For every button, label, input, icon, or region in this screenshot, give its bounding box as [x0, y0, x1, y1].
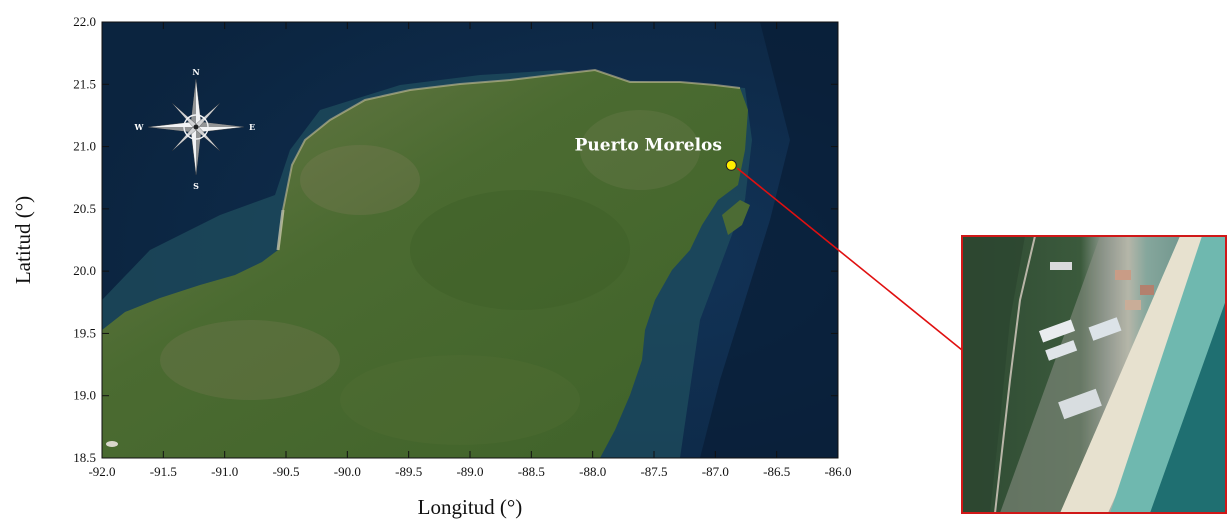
y-tick-label: 19.0	[73, 388, 96, 403]
y-tick-label: 21.5	[73, 76, 96, 91]
land-texture	[340, 355, 580, 445]
coastline	[282, 68, 741, 211]
inset-road	[994, 236, 1036, 513]
x-axis-tick-labels: -92.0 -91.5 -91.0 -90.5 -90.0 -89.5 -89.0 -88.5…	[88, 464, 851, 479]
y-tick-label: 18.5	[73, 450, 96, 465]
x-tick-label: -91.0	[211, 464, 238, 479]
deep-ocean	[700, 22, 838, 458]
x-tick-label: -86.0	[824, 464, 851, 479]
land-texture	[410, 190, 630, 310]
y-tick-label: 20.0	[73, 263, 96, 278]
x-tick-label: -88.5	[518, 464, 545, 479]
land-texture	[160, 320, 340, 400]
x-axis-title: Longitud (°)	[418, 495, 523, 519]
land-texture	[580, 110, 700, 190]
compass-south-label: S	[193, 181, 199, 191]
y-tick-label: 22.0	[73, 14, 96, 29]
satellite-map	[102, 22, 838, 458]
inset-deep-water	[1150, 300, 1226, 513]
y-axis-tick-labels: 18.5 19.0 19.5 20.0 20.5 21.0 21.5 22.0	[73, 14, 96, 465]
x-tick-label: -92.0	[88, 464, 115, 479]
coastline	[276, 209, 285, 251]
x-tick-label: -86.5	[763, 464, 790, 479]
x-tick-label: -90.5	[272, 464, 299, 479]
island-cozumel	[722, 200, 750, 235]
inset-border	[961, 235, 1227, 514]
x-tick-label: -90.0	[334, 464, 361, 479]
x-tick-label: -87.0	[702, 464, 729, 479]
compass-rose-icon: N S E W	[134, 67, 256, 191]
y-tick-label: 20.5	[73, 201, 96, 216]
peninsula-land	[102, 70, 748, 458]
y-tick-label: 21.0	[73, 139, 96, 154]
x-tick-label: -89.0	[456, 464, 483, 479]
compass-west-label: W	[134, 122, 145, 132]
y-axis-ticks	[102, 21, 838, 459]
inset-vegetation	[962, 236, 1025, 513]
location-label: Puerto Morelos	[575, 135, 722, 155]
x-tick-label: -89.5	[395, 464, 422, 479]
islet	[106, 441, 118, 447]
land-texture	[300, 145, 420, 215]
inset-satellite-view	[962, 236, 1226, 513]
x-tick-label: -88.0	[579, 464, 606, 479]
x-tick-label: -87.5	[640, 464, 667, 479]
compass-east-label: E	[249, 122, 255, 132]
x-tick-label: -91.5	[150, 464, 177, 479]
x-axis-ticks	[101, 22, 839, 458]
location-marker-icon	[725, 159, 737, 171]
y-tick-label: 19.5	[73, 325, 96, 340]
callout-line	[736, 167, 963, 351]
compass-north-label: N	[192, 67, 199, 77]
y-axis-title: Latitud (°)	[11, 196, 35, 284]
